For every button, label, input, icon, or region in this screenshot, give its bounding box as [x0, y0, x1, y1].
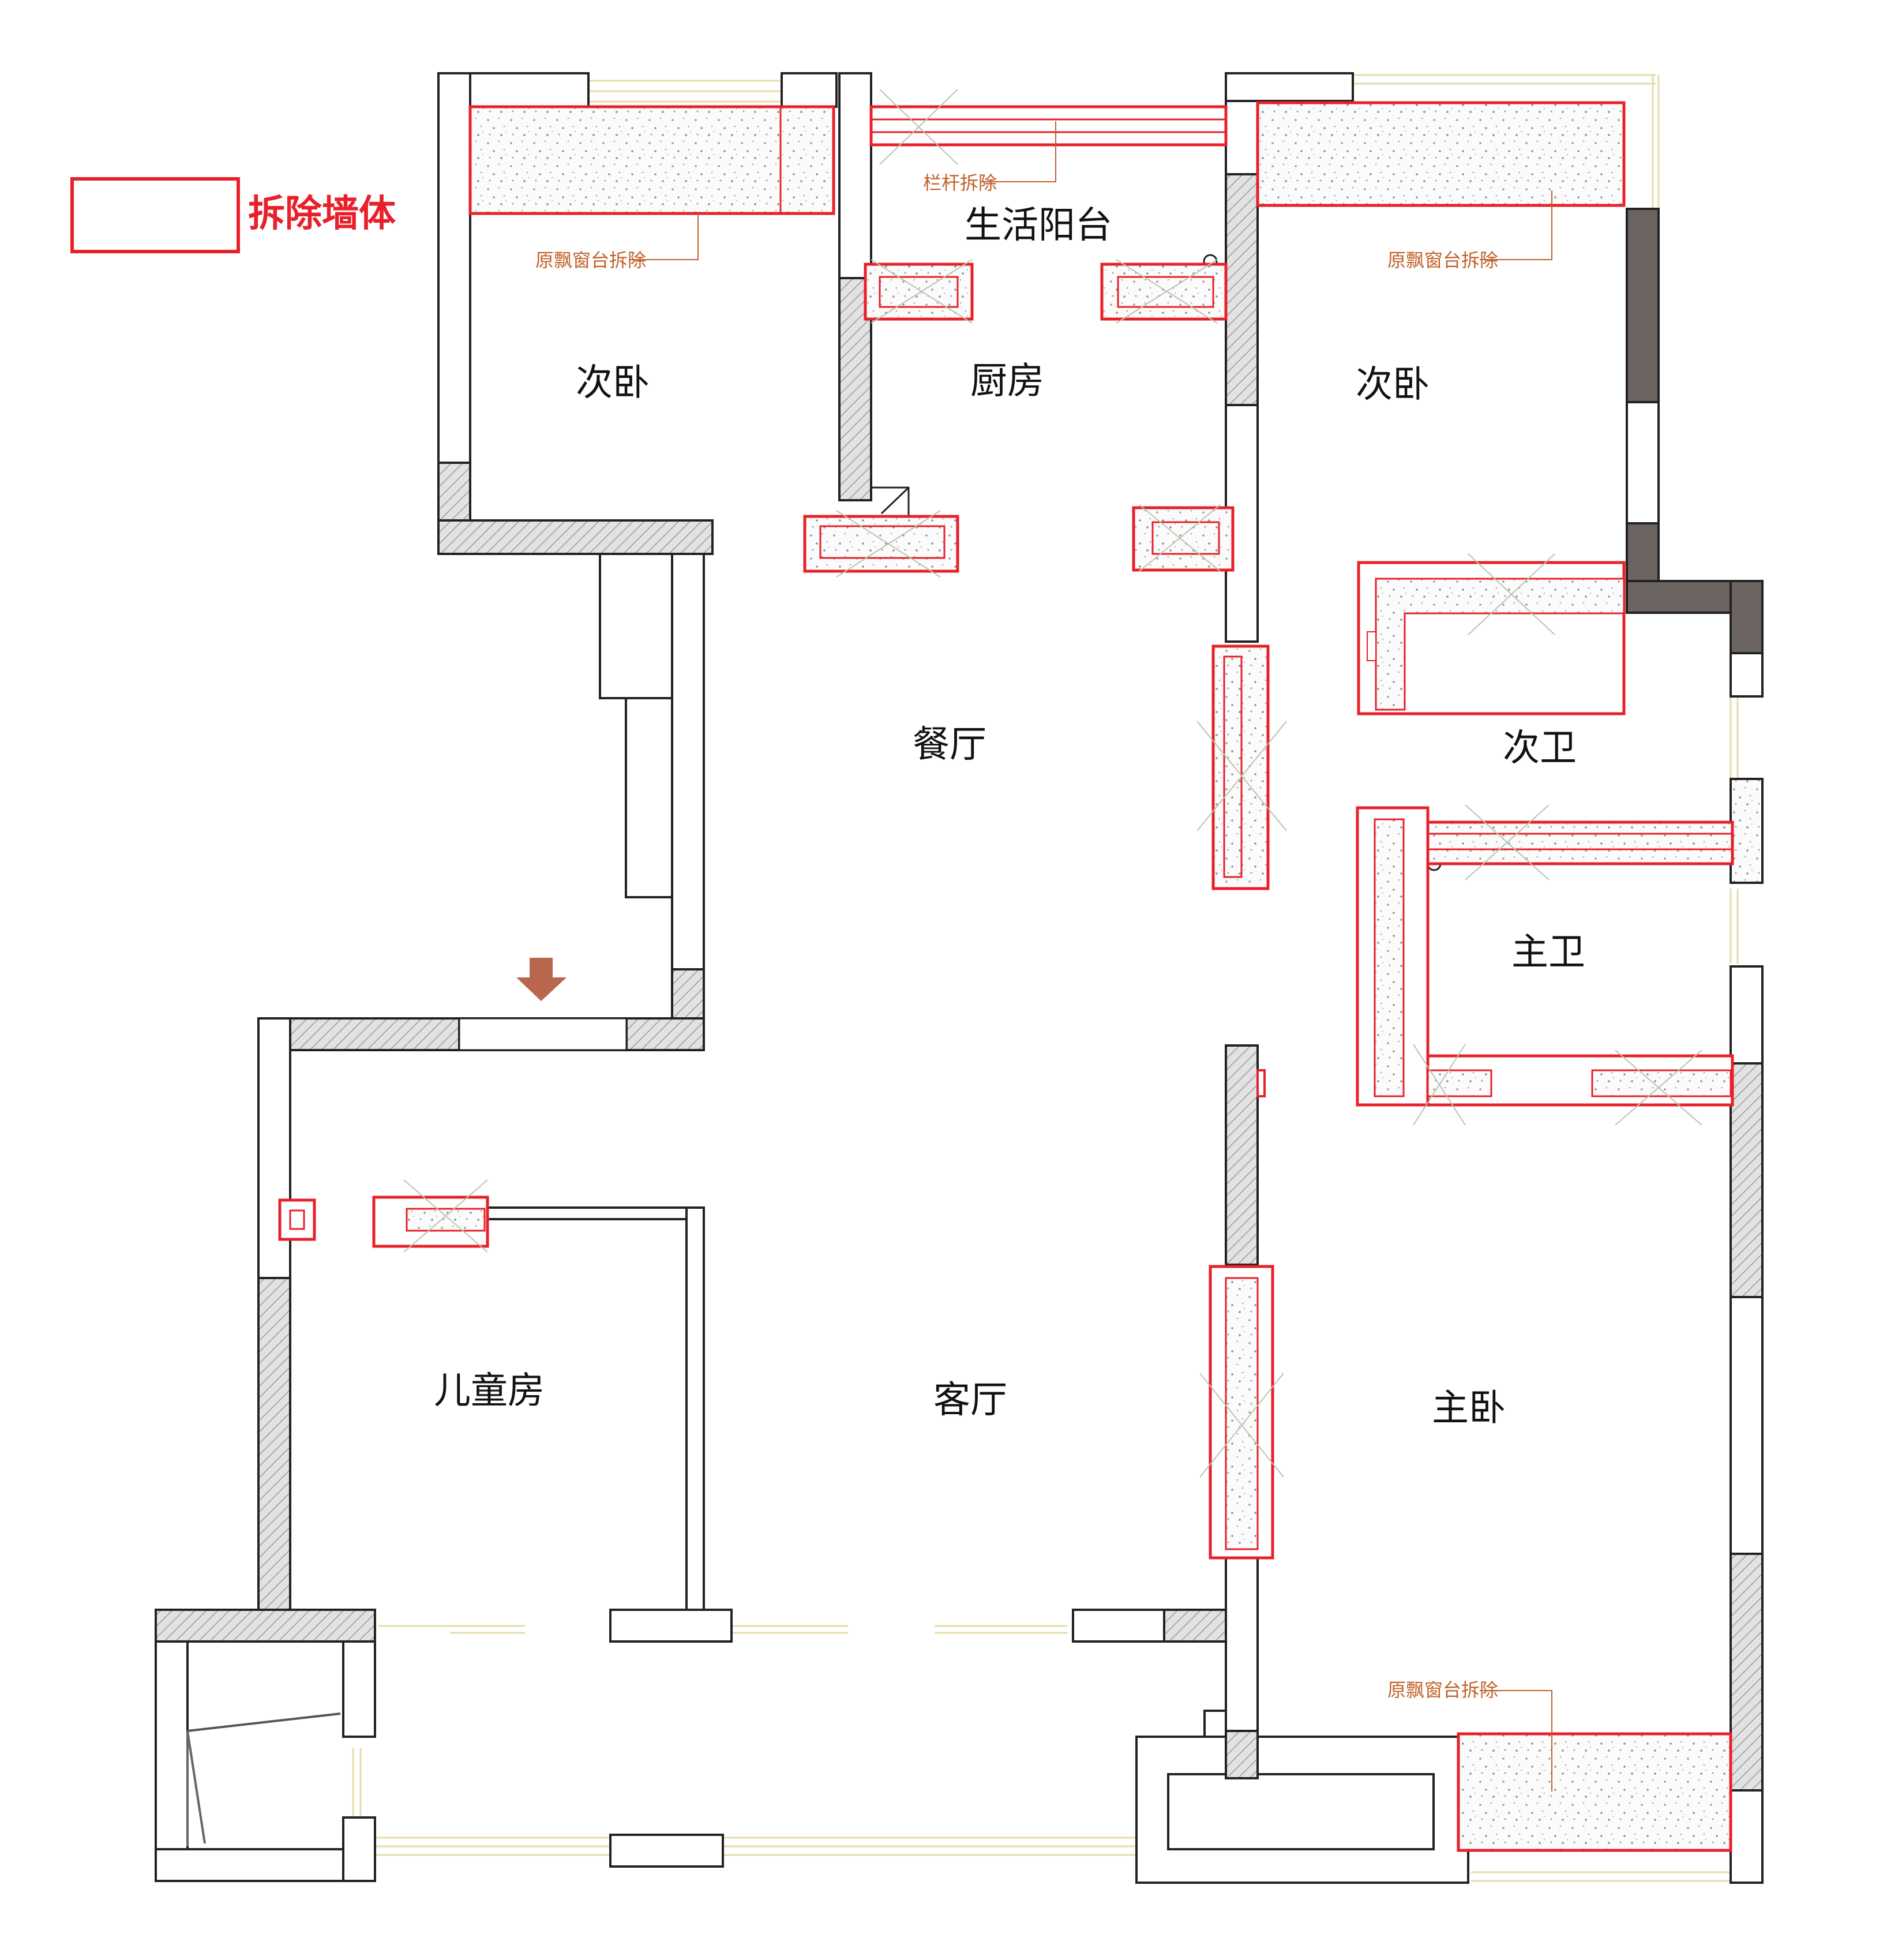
- legend: 拆除墙体: [70, 177, 396, 253]
- window-lines: [352, 74, 1739, 1882]
- room-bath-second: 次卫: [1503, 727, 1577, 770]
- note-bay-window-nw: 原飘窗台拆除: [535, 249, 646, 271]
- walls: [155, 72, 1764, 1884]
- room-bedroom-nw: 次卧: [576, 362, 650, 404]
- kitchen-door-detail: [870, 486, 910, 522]
- legend-swatch: [70, 177, 240, 253]
- demolish-cross-marks: [403, 259, 1702, 1478]
- entry-arrow-icon: [516, 958, 567, 1001]
- room-dining: 餐厅: [913, 724, 986, 766]
- demolish-kids-block-inner: [406, 1208, 486, 1232]
- note-bay-window-se: 原飘窗台拆除: [1387, 1679, 1498, 1701]
- demolish-master-partition-inner: [1225, 1277, 1259, 1550]
- room-labels: 次卧 生活阳台 厨房 次卧 餐厅 次卫 主卫 儿童房 客厅 主卧: [434, 204, 1585, 1430]
- note-railing: 栏杆拆除: [923, 172, 997, 194]
- demolish-bay-window-se: [1457, 1732, 1732, 1852]
- demolition-items: [278, 89, 1734, 1852]
- demolish-kids-small: [278, 1198, 316, 1241]
- door-swing: [187, 1712, 341, 1732]
- demolish-second-bath-counter: [1357, 561, 1626, 715]
- room-bath-master: 主卫: [1511, 931, 1585, 974]
- room-kitchen: 厨房: [970, 360, 1044, 403]
- door-leaf-diag: [186, 1730, 206, 1844]
- room-living: 客厅: [933, 1379, 1007, 1422]
- demolish-kitchen-blocks: [803, 263, 1270, 890]
- room-master-bedroom: 主卧: [1432, 1387, 1506, 1430]
- demolish-master-bath: [1356, 806, 1734, 1107]
- demolish-kitchen-inner: [819, 276, 1243, 878]
- demolish-kids-small-inner: [289, 1209, 305, 1230]
- room-bedroom-ne: 次卧: [1356, 363, 1430, 406]
- legend-label: 拆除墙体: [248, 193, 396, 235]
- notes: [629, 121, 1552, 1792]
- demolish-bay-window-ne: [1256, 101, 1626, 207]
- note-bay-window-ne: 原飘窗台拆除: [1387, 249, 1498, 271]
- room-balcony: 生活阳台: [965, 204, 1112, 247]
- entry-door-opening: [458, 1017, 628, 1051]
- demolish-bay-window-nw: [468, 105, 835, 215]
- demolish-railing: [869, 89, 1228, 165]
- room-kids: 儿童房: [434, 1370, 545, 1412]
